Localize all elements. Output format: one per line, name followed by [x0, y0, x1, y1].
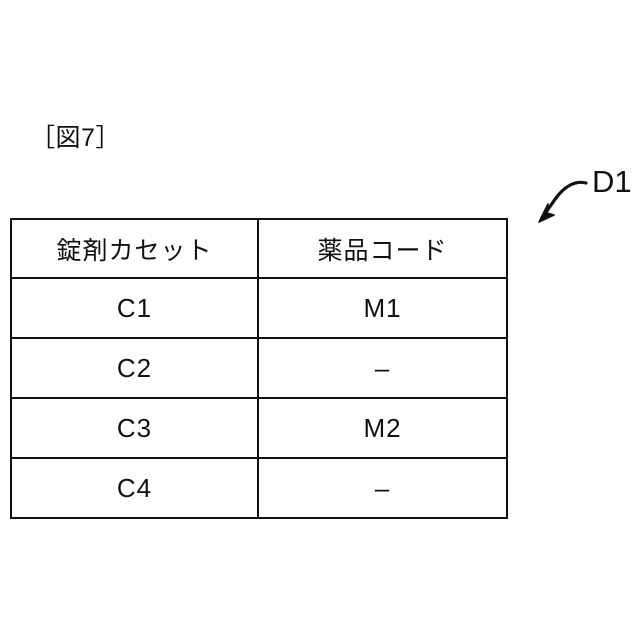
- callout-label-d1: D1: [592, 164, 632, 199]
- table-row: C2 –: [10, 337, 508, 399]
- cell-drug-code: –: [257, 457, 508, 519]
- column-header-cassette: 錠剤カセット: [10, 218, 259, 279]
- curved-arrow-down-left-icon: [538, 180, 588, 223]
- cell-drug-code: –: [257, 337, 508, 399]
- cell-cassette: C2: [10, 337, 259, 399]
- table-header-row: 錠剤カセット 薬品コード: [10, 218, 508, 279]
- table-row: C1 M1: [10, 277, 508, 339]
- cell-cassette: C4: [10, 457, 259, 519]
- column-header-drug-code: 薬品コード: [257, 218, 508, 279]
- table-row: C4 –: [10, 457, 508, 519]
- cell-cassette: C3: [10, 397, 259, 459]
- drug-cassette-table: 錠剤カセット 薬品コード C1 M1 C2 – C3 M2 C4: [10, 218, 508, 519]
- cell-drug-code: M2: [257, 397, 508, 459]
- table-row: C3 M2: [10, 397, 508, 459]
- cell-cassette: C1: [10, 277, 259, 339]
- cell-drug-code: M1: [257, 277, 508, 339]
- figure-label: ［図7］: [30, 124, 121, 152]
